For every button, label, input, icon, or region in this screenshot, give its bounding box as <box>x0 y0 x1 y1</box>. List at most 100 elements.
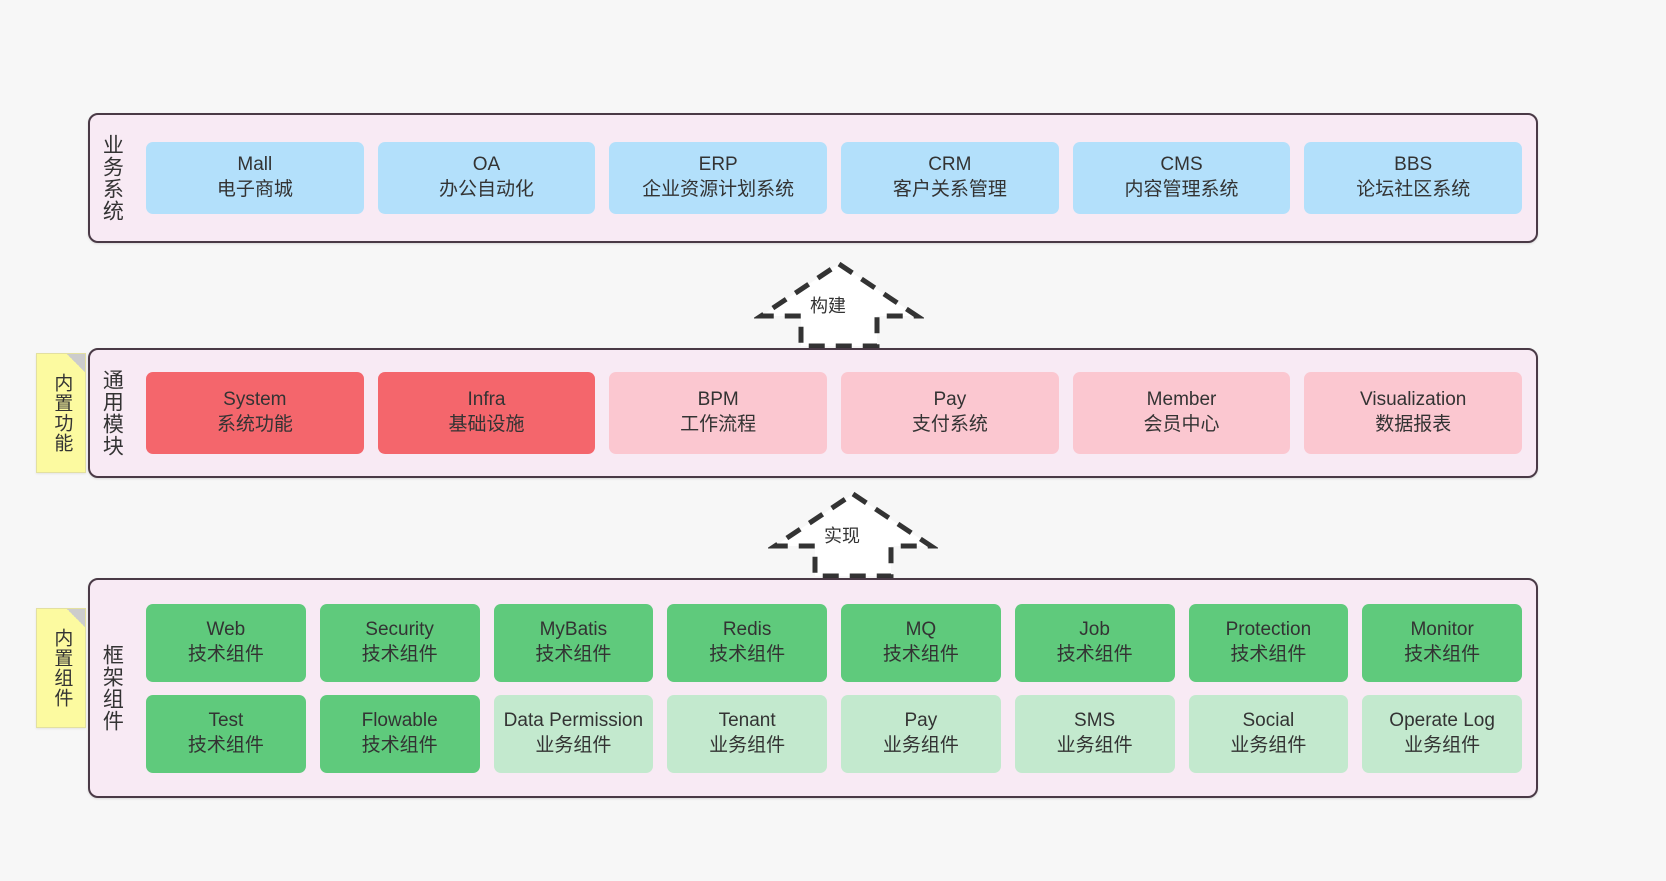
node-title-en: Member <box>1146 389 1217 411</box>
node-oa[interactable]: OA 办公自动化 <box>377 142 596 214</box>
node-job[interactable]: Job 技术组件 <box>1014 603 1175 682</box>
node-title-en: Infra <box>467 389 506 411</box>
node-title-cn: 业务组件 <box>1230 734 1307 756</box>
node-social[interactable]: Social 业务组件 <box>1188 694 1349 773</box>
node-title-cn: 技术组件 <box>1056 643 1133 665</box>
node-erp[interactable]: ERP 企业资源计划系统 <box>609 142 828 214</box>
node-title-cn: 客户关系管理 <box>892 179 1007 200</box>
node-title-en: CRM <box>928 154 972 176</box>
sticky-note-label: 内置组件 <box>51 628 73 708</box>
node-redis[interactable]: Redis 技术组件 <box>667 603 827 682</box>
node-title-cn: 技术组件 <box>882 643 959 665</box>
node-security[interactable]: Security 技术组件 <box>319 603 480 682</box>
node-title-en: System <box>223 389 287 411</box>
node-title-en: Redis <box>722 618 772 640</box>
page-fold-icon <box>67 609 85 627</box>
node-infra[interactable]: Infra 基础设施 <box>377 372 596 454</box>
sticky-note-label: 内置功能 <box>51 373 73 453</box>
node-title-cn: 技术组件 <box>1404 643 1481 665</box>
node-title-en: Job <box>1079 618 1110 640</box>
node-title-cn: 技术组件 <box>709 643 786 665</box>
node-title-en: Tenant <box>718 709 776 731</box>
node-title-en: Pay <box>904 709 938 731</box>
node-mall[interactable]: Mall 电子商城 <box>146 142 364 214</box>
sticky-note-builtin-feature: 内置功能 <box>36 353 86 473</box>
node-mq[interactable]: MQ 技术组件 <box>841 603 1001 682</box>
node-title-cn: 电子商城 <box>216 179 293 200</box>
node-monitor[interactable]: Monitor 技术组件 <box>1362 603 1522 682</box>
node-title-en: BBS <box>1394 154 1433 176</box>
node-title-en: Test <box>208 709 244 731</box>
node-title-cn: 工作流程 <box>680 414 757 435</box>
layer-title-business: 业务系统 <box>100 134 124 222</box>
node-test[interactable]: Test 技术组件 <box>146 694 306 773</box>
node-crm[interactable]: CRM 客户关系管理 <box>841 142 1059 214</box>
node-title-en: CMS <box>1160 154 1203 176</box>
node-title-en: BPM <box>697 389 739 411</box>
node-web[interactable]: Web 技术组件 <box>146 603 306 682</box>
node-title-en: Operate Log <box>1389 709 1495 731</box>
node-title-cn: 业务组件 <box>1404 734 1481 756</box>
node-title-en: Data Permission <box>503 709 644 731</box>
node-title-en: Protection <box>1225 618 1312 640</box>
arrow-build-label: 构建 <box>810 296 846 316</box>
node-pay-component[interactable]: Pay 业务组件 <box>841 694 1001 773</box>
node-title-cn: 业务组件 <box>709 734 786 756</box>
node-title-en: Flowable <box>361 709 438 731</box>
node-bpm[interactable]: BPM 工作流程 <box>609 372 828 454</box>
node-flowable[interactable]: Flowable 技术组件 <box>319 694 480 773</box>
node-title-cn: 企业资源计划系统 <box>642 179 795 200</box>
node-title-cn: 业务组件 <box>882 734 959 756</box>
node-title-en: MQ <box>905 618 937 640</box>
node-title-cn: 论坛社区系统 <box>1356 179 1471 200</box>
layer-body-common: System 系统功能 Infra 基础设施 BPM 工作流程 Pay 支付系统… <box>132 350 1536 476</box>
node-protection[interactable]: Protection 技术组件 <box>1188 603 1349 682</box>
node-title-en: Monitor <box>1410 618 1474 640</box>
node-title-cn: 技术组件 <box>187 734 264 756</box>
node-title-cn: 技术组件 <box>361 734 438 756</box>
node-title-cn: 支付系统 <box>911 414 988 435</box>
layer-body-framework: Web 技术组件 Security 技术组件 MyBatis 技术组件 Redi… <box>132 580 1536 796</box>
node-pay-module[interactable]: Pay 支付系统 <box>841 372 1059 454</box>
node-visualization[interactable]: Visualization 数据报表 <box>1304 372 1523 454</box>
node-title-cn: 技术组件 <box>535 643 612 665</box>
layer-framework-component: 框架组件 Web 技术组件 Security 技术组件 MyBatis 技术组件… <box>88 578 1538 798</box>
node-title-en: SMS <box>1074 709 1116 731</box>
node-title-cn: 数据报表 <box>1375 414 1452 435</box>
node-title-en: OA <box>472 154 501 176</box>
arrow-implement-label: 实现 <box>824 526 860 546</box>
node-title-cn: 技术组件 <box>1230 643 1307 665</box>
node-bbs[interactable]: BBS 论坛社区系统 <box>1304 142 1523 214</box>
layer-business-system: 业务系统 Mall 电子商城 OA 办公自动化 ERP 企业资源计划系统 CRM… <box>88 113 1538 243</box>
node-title-en: Social <box>1242 709 1295 731</box>
page-fold-icon <box>67 354 85 372</box>
node-title-en: Visualization <box>1360 389 1467 411</box>
node-data-permission[interactable]: Data Permission 业务组件 <box>493 694 654 773</box>
node-row: Test 技术组件 Flowable 技术组件 Data Permission … <box>146 694 1522 773</box>
node-title-cn: 内容管理系统 <box>1124 179 1239 200</box>
node-title-en: Web <box>206 618 246 640</box>
node-title-en: MyBatis <box>539 618 608 640</box>
node-title-en: ERP <box>698 154 738 176</box>
layer-title-framework: 框架组件 <box>100 644 124 732</box>
node-tenant[interactable]: Tenant 业务组件 <box>667 694 827 773</box>
node-title-cn: 会员中心 <box>1143 414 1220 435</box>
node-row: Mall 电子商城 OA 办公自动化 ERP 企业资源计划系统 CRM 客户关系… <box>146 142 1523 214</box>
node-sms[interactable]: SMS 业务组件 <box>1014 694 1175 773</box>
layer-title-common: 通用模块 <box>100 369 124 457</box>
node-mybatis[interactable]: MyBatis 技术组件 <box>493 603 654 682</box>
node-member[interactable]: Member 会员中心 <box>1072 372 1291 454</box>
node-system[interactable]: System 系统功能 <box>146 372 364 454</box>
node-title-en: Pay <box>933 389 967 411</box>
node-title-cn: 技术组件 <box>187 643 264 665</box>
layer-body-business: Mall 电子商城 OA 办公自动化 ERP 企业资源计划系统 CRM 客户关系… <box>132 115 1536 241</box>
node-title-en: Security <box>365 618 434 640</box>
node-title-cn: 业务组件 <box>535 734 612 756</box>
node-title-cn: 业务组件 <box>1056 734 1133 756</box>
node-operate-log[interactable]: Operate Log 业务组件 <box>1362 694 1522 773</box>
node-title-cn: 办公自动化 <box>439 179 535 200</box>
node-cms[interactable]: CMS 内容管理系统 <box>1072 142 1291 214</box>
node-title-cn: 技术组件 <box>361 643 438 665</box>
node-title-cn: 基础设施 <box>448 414 525 435</box>
